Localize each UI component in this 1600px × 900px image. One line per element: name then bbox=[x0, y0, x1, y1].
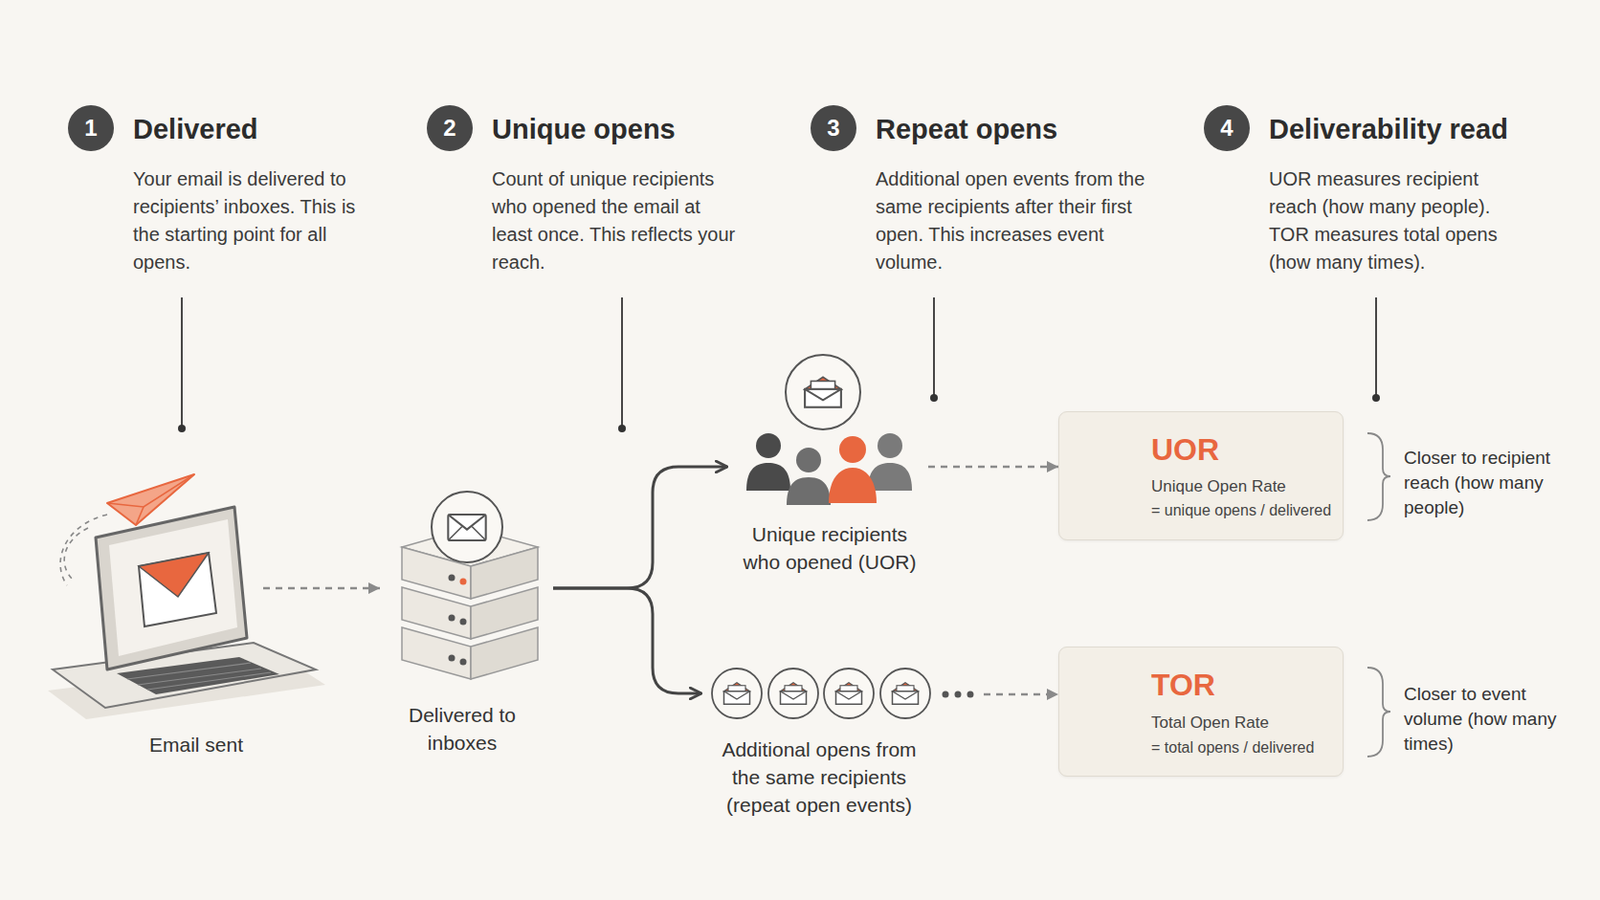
metric-name: Total Open Rate bbox=[1151, 712, 1269, 734]
server-layer bbox=[470, 627, 538, 680]
laptop-display bbox=[109, 519, 238, 657]
envelope-badge bbox=[711, 668, 762, 719]
envelope-badge bbox=[823, 668, 874, 719]
leader-line bbox=[180, 297, 183, 427]
server-layer bbox=[401, 627, 471, 680]
envelope-icon bbox=[804, 377, 842, 408]
step-heading: Deliverability read bbox=[1268, 111, 1509, 147]
flight-trail bbox=[60, 514, 108, 586]
step-badge: 4Deliverability readUOR measures recipie… bbox=[1203, 105, 1250, 152]
person-head bbox=[839, 436, 867, 464]
envelope-icon bbox=[447, 514, 486, 541]
envelope-icon bbox=[836, 683, 863, 706]
metric-card: UOR Unique Open Rate= unique opens / deli… bbox=[1058, 411, 1344, 541]
node-caption: Additional opens from the same recipient… bbox=[712, 735, 926, 820]
node-caption: Email sent bbox=[100, 731, 292, 759]
server-led bbox=[460, 659, 467, 667]
laptop-node: Email sent bbox=[57, 483, 264, 771]
step-number: 4 bbox=[1203, 105, 1250, 152]
envelope-badge bbox=[431, 491, 503, 563]
person-head bbox=[877, 433, 903, 459]
leader-line bbox=[933, 297, 935, 397]
paper-plane bbox=[107, 474, 195, 526]
server-led bbox=[448, 655, 456, 663]
screen-envelope bbox=[138, 553, 217, 627]
step-badge: 3Repeat opensAdditional open events from… bbox=[810, 105, 857, 152]
dashed-arrow bbox=[263, 587, 380, 591]
paper-plane-fold bbox=[135, 507, 144, 526]
leader-dot bbox=[930, 394, 938, 402]
screen-envelope-flap bbox=[138, 553, 209, 598]
step-description: Count of unique recipients who opened th… bbox=[491, 165, 746, 277]
person-head bbox=[755, 433, 781, 459]
bracket bbox=[1367, 433, 1391, 521]
dashed-arrow bbox=[928, 466, 1059, 469]
leader-dot bbox=[1372, 394, 1380, 402]
envelope-icon bbox=[724, 683, 751, 706]
metric-formula: = unique opens / delivered bbox=[1151, 500, 1332, 521]
step-number: 2 bbox=[426, 105, 473, 152]
envelope-badge bbox=[785, 355, 861, 430]
dashed-arrow bbox=[983, 693, 1059, 697]
step-heading: Delivered bbox=[133, 111, 259, 147]
metric-title: TOR bbox=[1151, 666, 1216, 704]
paper-plane-fold bbox=[107, 474, 195, 508]
flow-arrow bbox=[553, 588, 702, 694]
person-head bbox=[796, 447, 822, 473]
flight-trail bbox=[64, 528, 89, 580]
server-led bbox=[460, 578, 467, 586]
server-led bbox=[460, 619, 467, 626]
node-caption: Delivered to inboxes bbox=[385, 701, 539, 757]
leader-dot bbox=[618, 424, 626, 433]
step-number: 3 bbox=[810, 105, 857, 152]
ellipsis-dot bbox=[955, 691, 962, 699]
person-body bbox=[746, 463, 791, 491]
step-number: 1 bbox=[67, 105, 114, 152]
flow-arrow bbox=[553, 466, 728, 589]
person-body bbox=[867, 463, 912, 491]
leader-dot bbox=[177, 424, 186, 433]
keyboard-row bbox=[147, 672, 271, 690]
step-description: Your email is delivered to recipients’ i… bbox=[133, 165, 373, 277]
envelope-badge bbox=[880, 668, 931, 719]
step-description: Additional open events from the same rec… bbox=[875, 165, 1154, 277]
bracket bbox=[1367, 667, 1391, 757]
keyboard-row bbox=[127, 663, 251, 680]
person-body bbox=[828, 467, 877, 504]
step-badge: 1DeliveredYour email is delivered to rec… bbox=[67, 105, 114, 152]
metric-title: UOR bbox=[1151, 431, 1220, 468]
ellipsis-dot bbox=[942, 691, 950, 699]
server-led bbox=[448, 615, 456, 623]
envelope-icon bbox=[892, 683, 919, 706]
envelope-badge bbox=[768, 668, 819, 719]
bracket-note: Closer to event volume (how many times) bbox=[1403, 682, 1577, 757]
metric-name: Unique Open Rate bbox=[1151, 476, 1287, 498]
server-led bbox=[448, 575, 456, 582]
bracket-note: Closer to recipient reach (how many peop… bbox=[1403, 445, 1577, 521]
recipients-node: Unique recipients who opened (UOR) bbox=[727, 352, 929, 582]
ellipsis-dot bbox=[967, 691, 975, 699]
person-body bbox=[786, 477, 831, 506]
leader-line bbox=[621, 297, 623, 427]
metric-card: TOR Total Open Rate = total opens / delive… bbox=[1058, 646, 1344, 778]
node-caption: Unique recipients who opened (UOR) bbox=[733, 520, 926, 577]
envelope-icon bbox=[780, 683, 807, 706]
step-description: UOR measures recipient reach (how many p… bbox=[1268, 165, 1520, 277]
step-heading: Repeat opens bbox=[875, 111, 1058, 147]
server-node: Delivered to inboxes bbox=[379, 483, 554, 771]
leader-line bbox=[1375, 297, 1378, 397]
repeat-opens-node: Additional opens from the same recipient… bbox=[701, 665, 984, 819]
laptop-screen bbox=[95, 507, 247, 670]
metric-formula: = total opens / delivered bbox=[1151, 737, 1314, 758]
step-heading: Unique opens bbox=[491, 111, 676, 147]
step-badge: 2Unique opensCount of unique recipients … bbox=[426, 105, 473, 152]
